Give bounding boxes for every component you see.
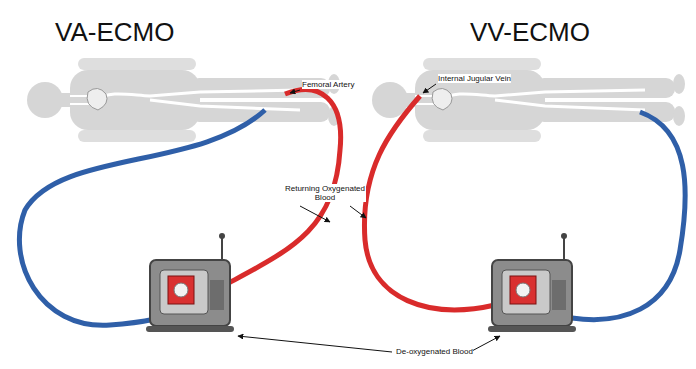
drainage-tube (572, 112, 685, 320)
panel-heading: VA-ECMO (55, 18, 174, 48)
vessel-label: Internal Jugular Vein (438, 74, 511, 83)
panel-heading: VV-ECMO (470, 18, 590, 48)
blood-label: Returning Oxygenated Blood (284, 184, 366, 202)
return-tube (364, 96, 495, 310)
blood-label: De-oxygenated Blood (396, 347, 473, 356)
leader-lines (238, 84, 500, 352)
vessel-label: Femoral Artery (302, 80, 354, 89)
